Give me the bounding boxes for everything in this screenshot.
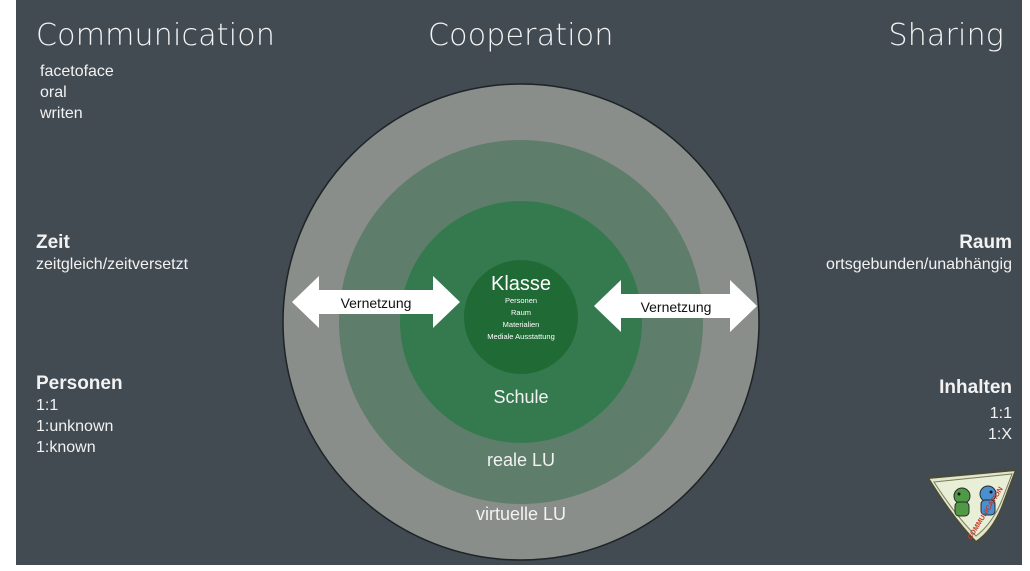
- inhalten-title: Inhalten: [939, 377, 1012, 398]
- zeit-block: Zeit zeitgleich/zeitversetzt: [36, 232, 188, 275]
- core-circle: [464, 260, 578, 374]
- core-item: Materialien: [503, 320, 540, 329]
- inhalten-item: 1:1: [989, 405, 1012, 422]
- right-double-arrow-icon: [594, 280, 757, 332]
- communication-item: oral: [40, 84, 67, 101]
- raum-title: Raum: [959, 232, 1012, 253]
- raum-block: Raum ortsgebunden/unabhängig: [826, 232, 1012, 275]
- core-item: Mediale Ausstattung: [487, 332, 555, 341]
- personen-item: 1:known: [36, 439, 96, 456]
- left-double-arrow-icon: [292, 276, 460, 328]
- personen-item: 1:1: [36, 397, 59, 414]
- core-item: Personen: [505, 296, 537, 305]
- zeit-subtitle: zeitgleich/zeitversetzt: [36, 256, 189, 273]
- communication-header: Communication: [36, 18, 276, 53]
- personen-title: Personen: [36, 373, 123, 394]
- inhalten-block: Inhalten 1:1 1:X: [939, 377, 1012, 445]
- reale-lu-label: reale LU: [487, 450, 555, 470]
- communication-item: writen: [40, 105, 83, 122]
- slide: Communication Cooperation Sharing faceto…: [16, 0, 1022, 565]
- personen-item: 1:unknown: [36, 418, 114, 435]
- klasse-label: Klasse: [491, 273, 551, 295]
- core-item: Raum: [511, 308, 531, 317]
- right-arrow-label: Vernetzung: [641, 299, 712, 315]
- personen-block: Personen 1:1 1:unknown 1:known: [36, 373, 123, 458]
- virtuelle-lu-label: virtuelle LU: [476, 504, 566, 524]
- left-arrow-label: Vernetzung: [341, 295, 412, 311]
- inhalten-item: 1:X: [987, 426, 1012, 443]
- communication-badge-logo: COMMUNICATION: [926, 468, 1018, 544]
- schule-label: Schule: [493, 387, 548, 407]
- cooperation-header: Cooperation: [428, 18, 614, 53]
- communication-list: facetoface oral writen: [40, 61, 114, 124]
- sharing-header: Sharing: [888, 18, 1004, 53]
- diagram-svg: Klasse Personen Raum Materialien Mediale…: [282, 83, 1018, 561]
- zeit-title: Zeit: [36, 232, 70, 253]
- raum-subtitle: ortsgebunden/unabhängig: [826, 256, 1012, 273]
- communication-item: facetoface: [40, 63, 114, 80]
